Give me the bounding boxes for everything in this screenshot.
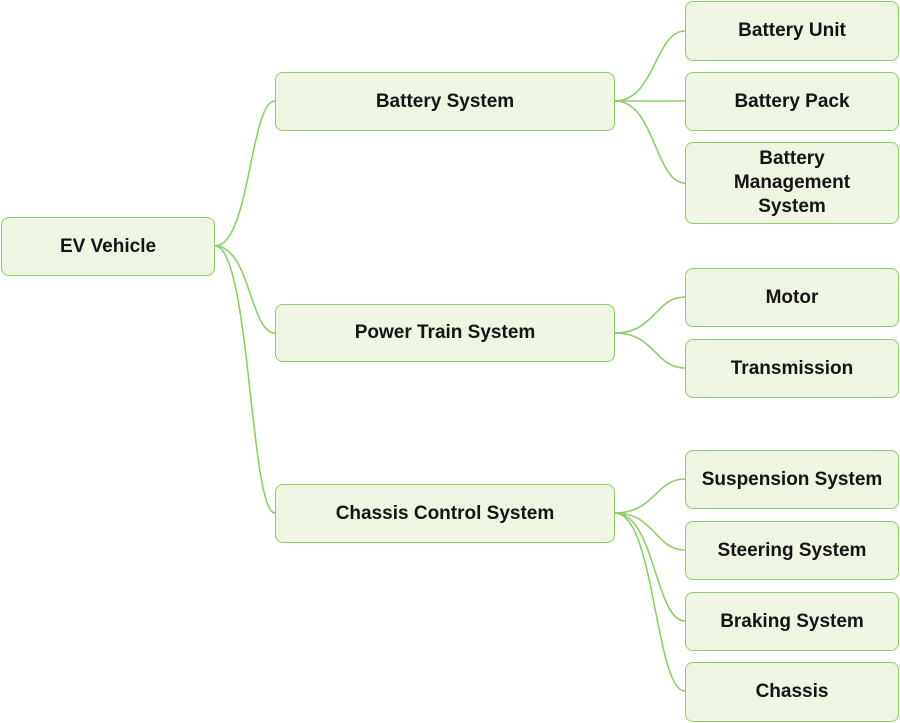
system-node-chassis-control-system: Chassis Control System <box>275 484 615 543</box>
root-node-label: EV Vehicle <box>59 235 157 257</box>
edge-battery-unit <box>614 30 686 102</box>
component-node-battery-unit: Battery Unit <box>685 1 899 61</box>
component-node-transmission: Transmission <box>685 339 899 398</box>
component-node-battery-pack: Battery Pack <box>685 72 899 131</box>
system-node-label: Power Train System <box>354 322 536 343</box>
system-node-label: Chassis Control System <box>335 502 555 524</box>
component-node-battery-management-system: Battery Management System <box>685 142 899 224</box>
component-node-label: Suspension System <box>701 468 883 490</box>
component-node-motor: Motor <box>685 268 899 327</box>
component-node-suspension-system: Suspension System <box>685 450 899 509</box>
system-node-label: Battery System <box>375 90 515 112</box>
edge-root-power-train-system <box>214 245 276 334</box>
system-node-power-train-system: Power Train System <box>275 304 615 362</box>
edge-suspension-system <box>614 478 686 514</box>
component-node-label: Braking System <box>720 610 864 632</box>
edge-battery-management-system <box>614 100 686 184</box>
component-node-label: Chassis <box>755 681 829 702</box>
component-node-label: Battery Management System <box>733 148 851 217</box>
edge-braking-system <box>614 512 686 622</box>
edge-motor <box>614 296 686 334</box>
component-node-steering-system: Steering System <box>685 521 899 580</box>
component-node-label: Transmission <box>730 357 854 379</box>
component-node-label: Battery Pack <box>734 90 850 112</box>
component-node-label: Battery Unit <box>738 20 846 41</box>
root-node-ev-vehicle: EV Vehicle <box>1 217 215 276</box>
edge-steering-system <box>614 512 686 551</box>
component-node-label: Steering System <box>717 539 867 561</box>
system-node-battery-system: Battery System <box>275 72 615 131</box>
edge-root-battery-system <box>214 100 276 247</box>
edge-root-chassis-control-system <box>214 245 276 514</box>
component-node-chassis: Chassis <box>685 662 899 722</box>
edge-transmission <box>614 332 686 369</box>
edge-chassis <box>614 512 686 692</box>
component-node-label: Motor <box>765 286 819 308</box>
component-node-braking-system: Braking System <box>685 592 899 651</box>
